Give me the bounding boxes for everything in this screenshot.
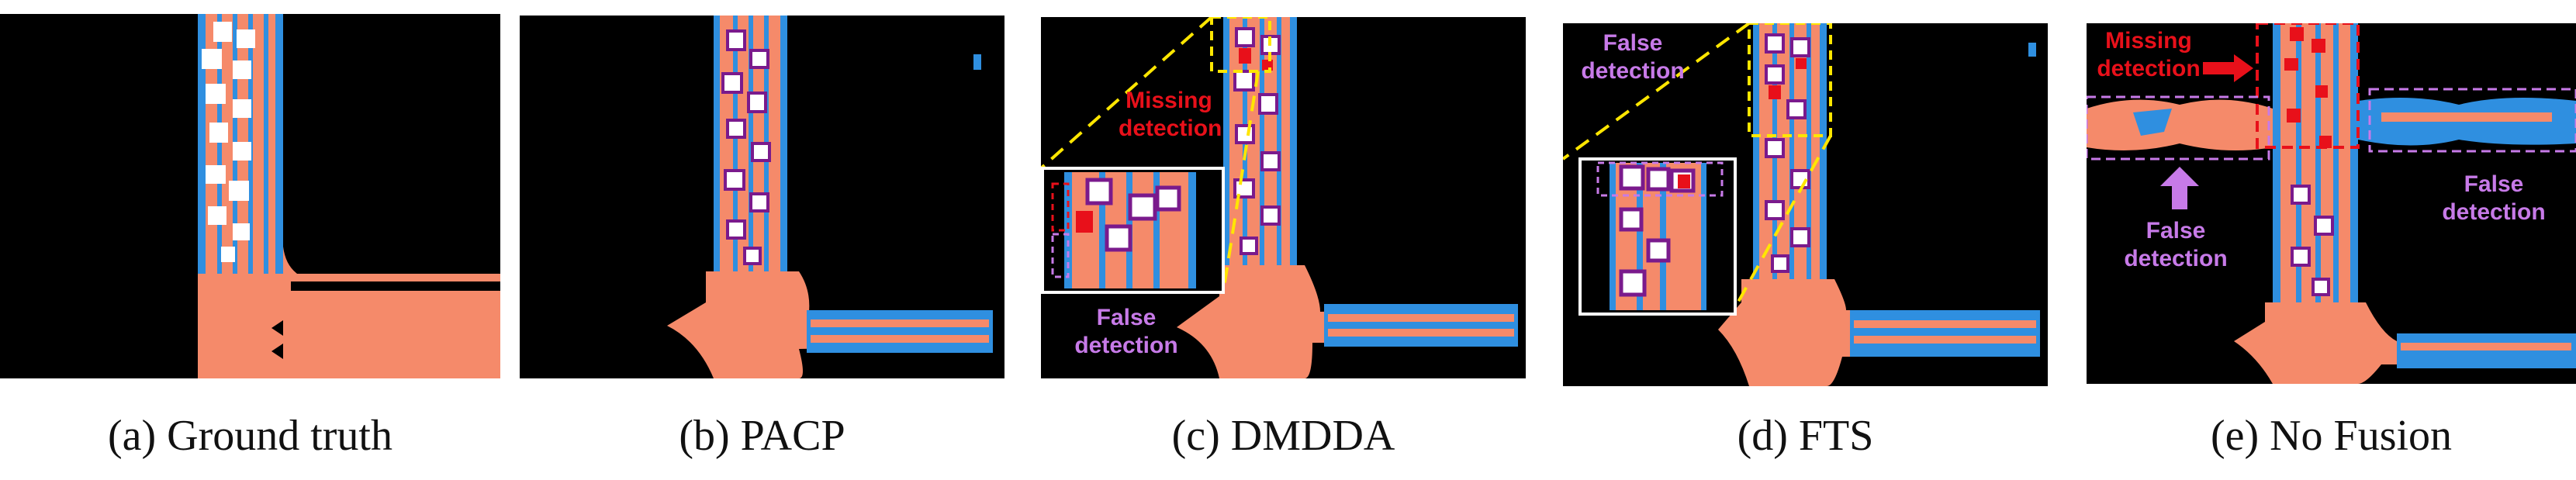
dmdda-false-label: False detection: [1074, 305, 1178, 358]
pacp-map: [667, 16, 993, 378]
no-fusion-false-right-label: False detection: [2442, 171, 2546, 225]
caption-dmdda: (c) DMDDA: [1171, 412, 1395, 460]
no-fusion-map: [2087, 23, 2576, 384]
dmdda-map: [1041, 17, 1518, 378]
fts-map: [1563, 23, 2040, 386]
caption-pacp: (b) PACP: [679, 412, 845, 460]
no-fusion-false-left-label: False detection: [2124, 218, 2228, 271]
dmdda-missing-label: Missing detection: [1119, 88, 1222, 141]
fts-false-label: False detection: [1581, 30, 1685, 84]
no-fusion-missing-label: Missing detection: [2097, 28, 2201, 81]
panel-fts: False detection: [1563, 23, 2048, 386]
caption-ground-truth: (a) Ground truth: [107, 412, 392, 460]
panel-no-fusion: Missing detection False detection False …: [2087, 23, 2576, 384]
caption-fts: (d) FTS: [1737, 412, 1874, 460]
panel-pacp: [520, 16, 1004, 378]
panel-dmdda: Missing detection False detection: [1041, 17, 1526, 378]
caption-no-fusion: (e) No Fusion: [2210, 412, 2453, 460]
panel-ground-truth: [0, 14, 500, 378]
ground-truth-map: [198, 14, 500, 378]
